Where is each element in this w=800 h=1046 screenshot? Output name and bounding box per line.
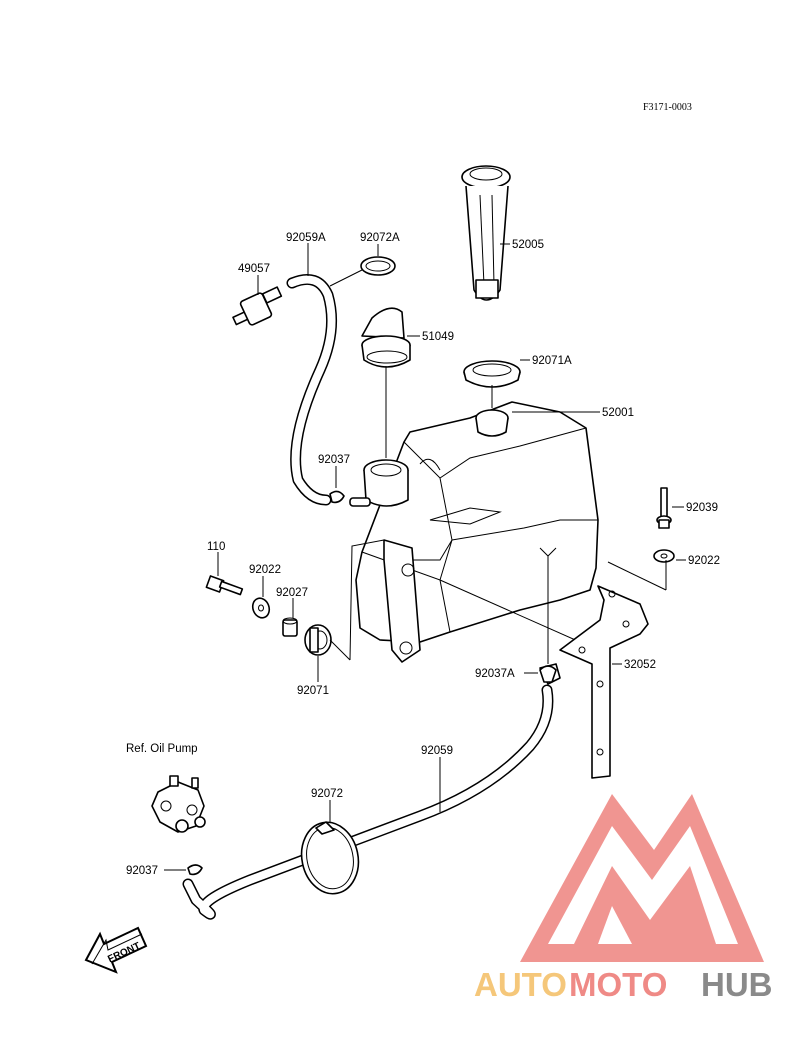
label-92022-left: 92022 [249, 564, 281, 576]
label-92071a: 92071A [532, 355, 572, 367]
label-49057: 49057 [238, 263, 270, 275]
label-32052: 32052 [624, 659, 656, 671]
leader-tank-bracket [439, 579, 599, 651]
label-110: 110 [207, 541, 225, 553]
clamp-92072 [300, 821, 360, 895]
washer-92022-left [251, 597, 271, 619]
clip-92037-top [329, 490, 345, 504]
label-92037-top: 92037 [318, 454, 350, 466]
oil-pump-reference [151, 775, 206, 833]
oil-tank-52001 [349, 401, 599, 685]
label-92027: 92027 [276, 587, 308, 599]
leader-92071-b [329, 639, 351, 661]
automotohub-logo [520, 794, 764, 962]
bolt-92039 [656, 487, 672, 529]
grommet-92071a [463, 360, 521, 388]
watermark-auto: AUTO [474, 966, 567, 1003]
watermark-hub: HUB [701, 966, 773, 1003]
watermark-moto: MOTO [569, 966, 667, 1003]
clamp-92072a [360, 256, 396, 276]
check-valve-49057 [232, 286, 283, 326]
label-ref-oil-pump: Ref. Oil Pump [126, 743, 198, 755]
clip-92037-bottom [187, 864, 203, 876]
label-92059: 92059 [421, 745, 453, 757]
label-92022-right: 92022 [688, 555, 720, 567]
grommet-92071 [304, 624, 332, 656]
collar-92027 [282, 617, 298, 637]
gauge-stick-part [461, 165, 511, 301]
hose-92059 [182, 684, 554, 920]
label-52001: 52001 [602, 407, 634, 419]
label-92072a: 92072A [360, 232, 400, 244]
label-92072: 92072 [311, 788, 343, 800]
leader-bracket-up [607, 561, 667, 591]
automotohub-wordmark: AUTO MOTO HUB [474, 966, 773, 1003]
diagram-code: F3171-0003 [643, 102, 692, 113]
label-92039: 92039 [686, 502, 718, 514]
front-arrow-icon: FRONT [84, 926, 148, 974]
leader-92072a-b [329, 269, 363, 287]
tank-cap-51049 [361, 307, 411, 368]
label-52005: 52005 [512, 239, 544, 251]
leader-92071-c [349, 539, 385, 661]
clip-92037a [539, 665, 557, 683]
label-92037a: 92037A [475, 668, 515, 680]
washer-92022-right [653, 549, 675, 563]
label-51049: 51049 [422, 331, 454, 343]
label-92059a: 92059A [286, 232, 326, 244]
label-92071: 92071 [297, 685, 329, 697]
bolt-110 [205, 575, 244, 596]
hose-92059a [286, 274, 338, 506]
bracket-32052 [559, 585, 649, 779]
label-92037-bottom: 92037 [126, 865, 158, 877]
